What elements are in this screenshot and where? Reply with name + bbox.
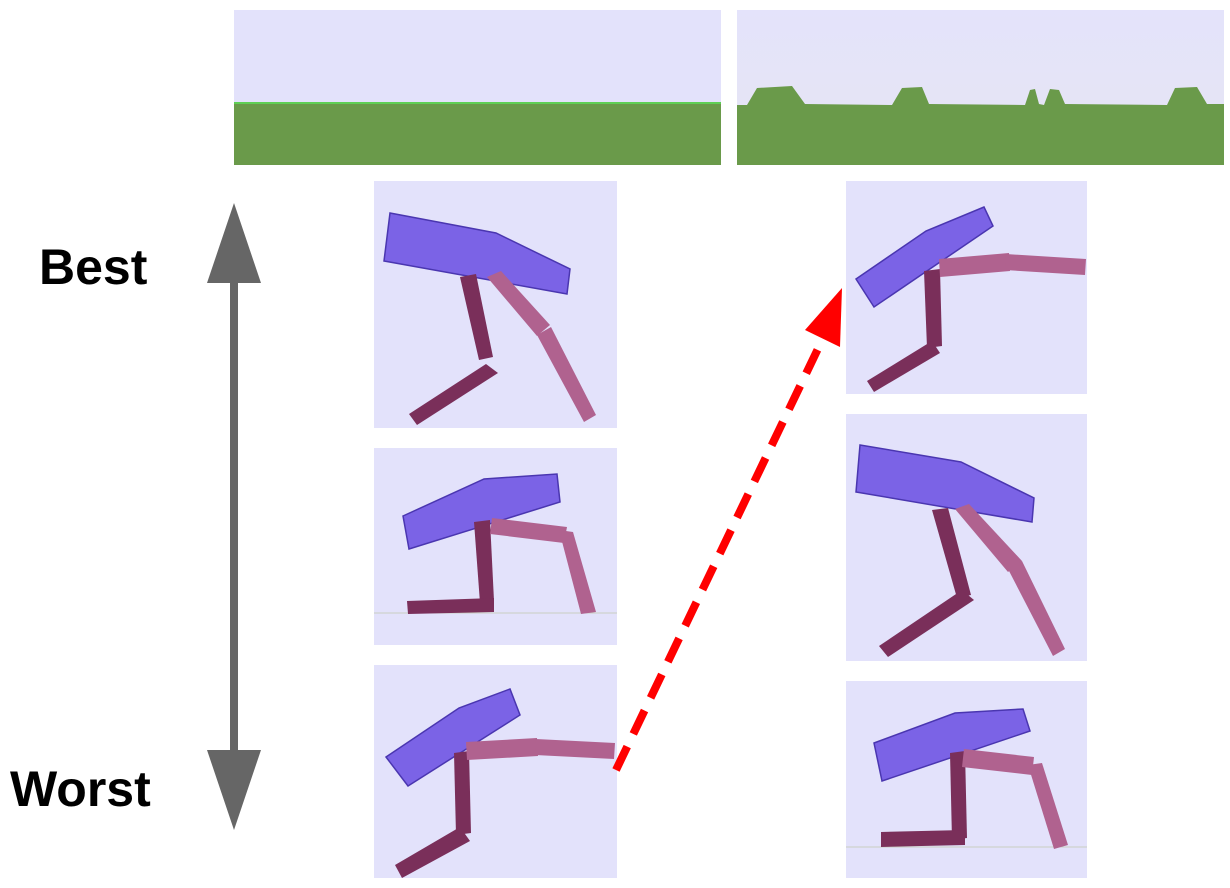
back-shin — [407, 598, 494, 614]
front-shin — [535, 739, 615, 759]
back-shin — [395, 827, 470, 878]
front-shin — [559, 530, 596, 614]
hilly-terrain-strip — [737, 10, 1224, 165]
front-thigh — [490, 518, 567, 543]
back-thigh — [932, 508, 971, 598]
back-thigh — [454, 751, 471, 835]
flat-terrain-strip — [234, 10, 721, 165]
torso — [402, 473, 561, 550]
walker-panel-hilly-middle — [846, 414, 1087, 661]
front-shin — [1008, 561, 1065, 656]
front-thigh — [466, 738, 538, 760]
down-arrowhead — [207, 750, 261, 830]
hilly-ground — [737, 86, 1224, 165]
back-shin — [409, 364, 498, 425]
back-thigh — [474, 520, 494, 603]
front-thigh — [939, 253, 1010, 277]
front-thigh — [487, 271, 550, 336]
walker-figure — [854, 206, 1086, 392]
walker-figure — [855, 444, 1065, 657]
walker-panel-hilly-best — [846, 181, 1087, 394]
up-arrowhead — [207, 203, 261, 283]
front-thigh — [962, 749, 1034, 775]
torso — [854, 206, 994, 309]
torso — [855, 444, 1035, 523]
transfer-arrow — [612, 288, 842, 772]
walker-panel-flat-worst — [374, 665, 617, 878]
front-shin — [537, 327, 596, 422]
torso — [384, 688, 521, 788]
walker-panel-flat-best — [374, 181, 617, 428]
transfer-arrowhead — [805, 288, 842, 347]
back-shin — [881, 830, 965, 847]
walker-figure — [383, 212, 596, 425]
walker-panel-hilly-worst — [846, 681, 1087, 878]
best-label: Best — [39, 239, 148, 295]
ranking-axis-line — [230, 278, 238, 754]
walker-figure — [873, 708, 1068, 849]
walker-panel-flat-middle — [374, 448, 617, 645]
back-thigh — [950, 751, 967, 840]
back-thigh — [460, 274, 493, 360]
ranking-axis-arrow — [207, 203, 261, 830]
worst-label: Worst — [10, 761, 151, 817]
transfer-arrow-line — [612, 330, 830, 772]
torso — [873, 708, 1031, 782]
flat-ground — [234, 103, 721, 165]
back-shin — [879, 590, 974, 657]
back-shin — [867, 341, 940, 392]
front-thigh — [955, 504, 1022, 572]
walker-figure — [402, 473, 596, 614]
walker-figure — [384, 688, 615, 878]
back-thigh — [924, 269, 942, 348]
torso — [383, 212, 571, 295]
front-shin — [1005, 254, 1086, 275]
front-shin — [1028, 763, 1068, 849]
